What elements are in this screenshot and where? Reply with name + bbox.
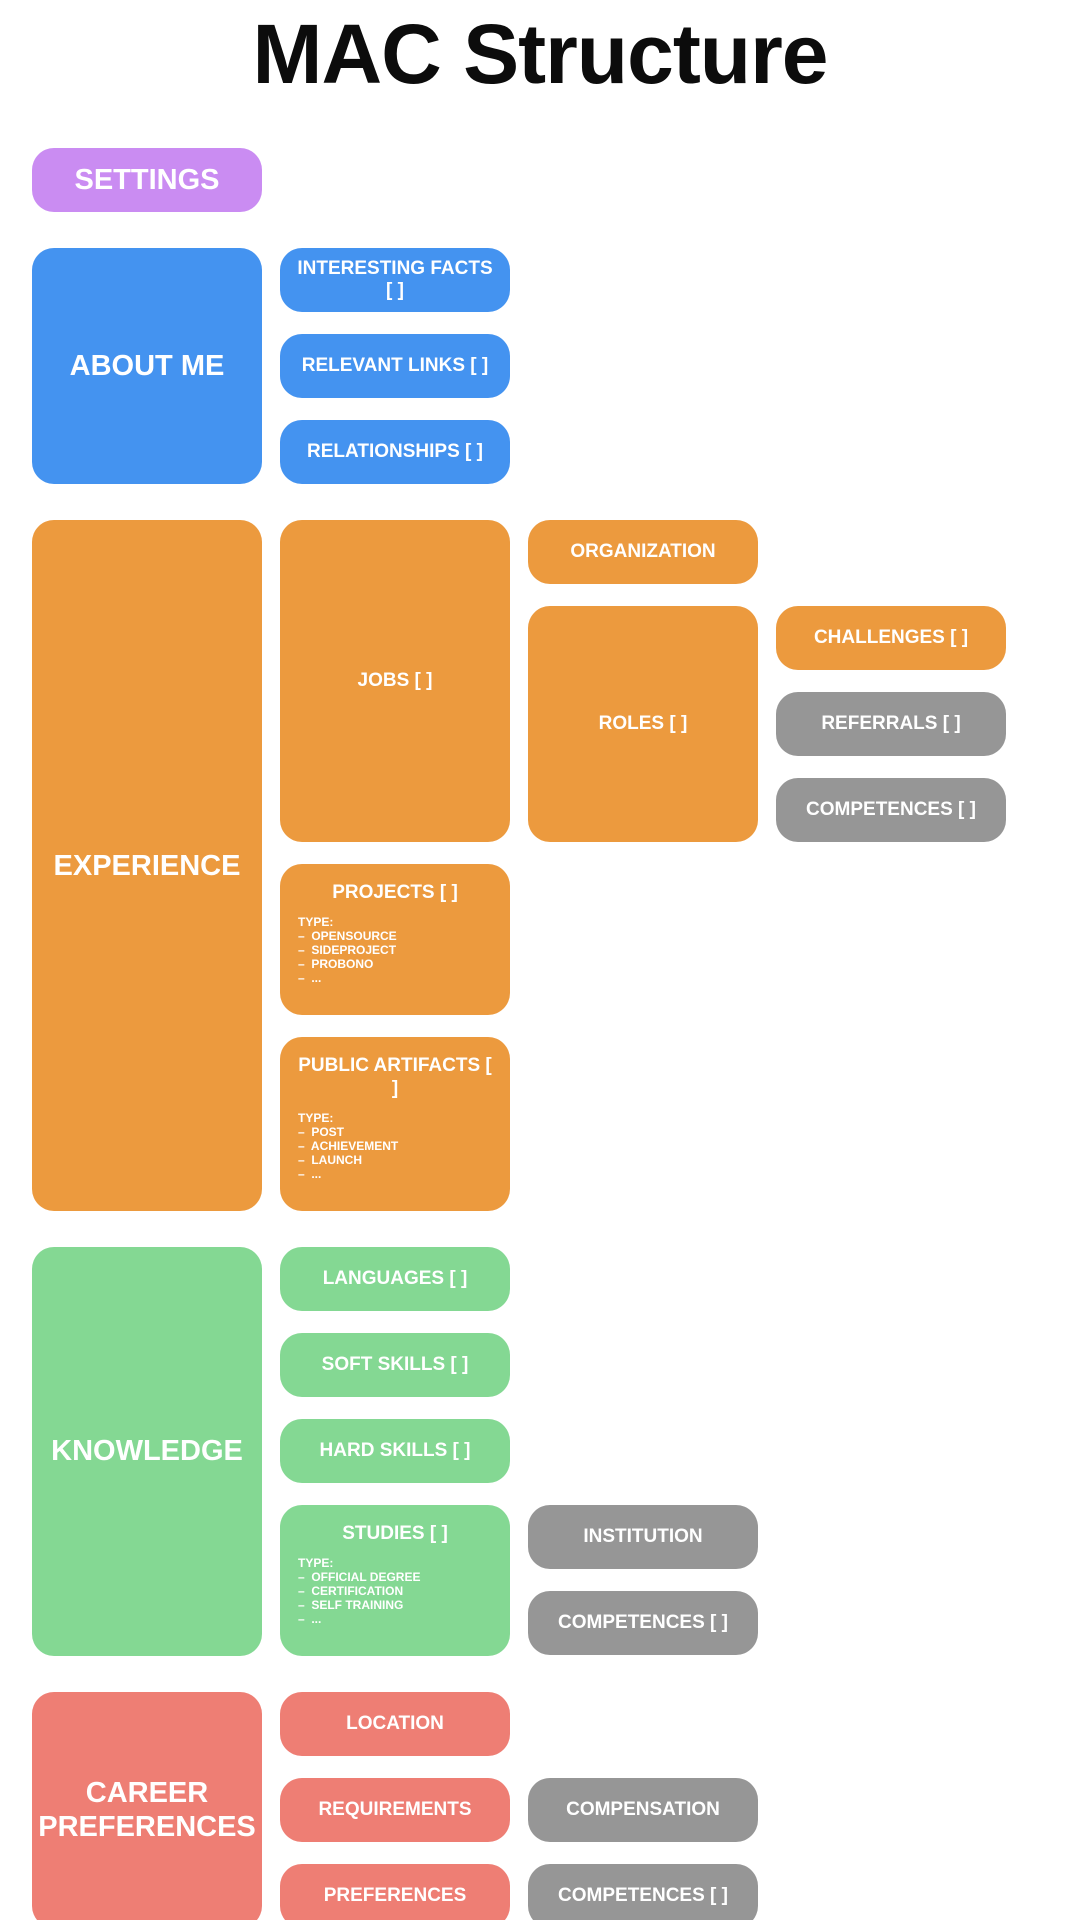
referrals-box: REFERRALS [ ] [776, 692, 1006, 757]
settings-box: SETTINGS [32, 148, 262, 213]
projects-label: PROJECTS [ ] [332, 882, 458, 904]
requirements-box: REQUIREMENTS [280, 1778, 510, 1843]
organization-box: ORGANIZATION [528, 520, 758, 585]
knowledge-children: LANGUAGES [ ] SOFT SKILLS [ ] HARD SKILL… [280, 1247, 758, 1657]
projects-type-list: TYPE:– OPENSOURCE– SIDEPROJECT– PROBONO–… [298, 915, 397, 986]
node-preferences: PREFERENCES COMPETENCES [ ] [280, 1864, 758, 1920]
studies-box: STUDIES [ ] TYPE:– OFFICIAL DEGREE– CERT… [280, 1505, 510, 1657]
soft-skills-box: SOFT SKILLS [ ] [280, 1333, 510, 1398]
preferences-box: PREFERENCES [280, 1864, 510, 1920]
node-roles: ROLES [ ] CHALLENGES [ ] REFERRALS [ ] C… [528, 606, 1006, 843]
career-preferences-children: LOCATION REQUIREMENTS COMPENSATION PREFE… [280, 1692, 758, 1920]
roles-competences-box: COMPETENCES [ ] [776, 778, 1006, 843]
relevant-links-box: RELEVANT LINKS [ ] [280, 334, 510, 399]
preferences-competences-box: COMPETENCES [ ] [528, 1864, 758, 1920]
studies-children: INSTITUTION COMPETENCES [ ] [528, 1505, 758, 1656]
hard-skills-box: HARD SKILLS [ ] [280, 1419, 510, 1484]
relationships-box: RELATIONSHIPS [ ] [280, 420, 510, 485]
about-me-children: INTERESTING FACTS [ ] RELEVANT LINKS [ ]… [280, 248, 510, 485]
knowledge-box: KNOWLEDGE [32, 1247, 262, 1657]
node-experience: EXPERIENCE JOBS [ ] ORGANIZATION ROLES [… [32, 520, 1006, 1212]
challenges-box: CHALLENGES [ ] [776, 606, 1006, 671]
location-box: LOCATION [280, 1692, 510, 1757]
diagram-tree: SETTINGS ABOUT ME INTERESTING FACTS [ ] … [0, 148, 1080, 1920]
roles-box: ROLES [ ] [528, 606, 758, 843]
node-about-me: ABOUT ME INTERESTING FACTS [ ] RELEVANT … [32, 248, 510, 485]
institution-box: INSTITUTION [528, 1505, 758, 1570]
node-studies: STUDIES [ ] TYPE:– OFFICIAL DEGREE– CERT… [280, 1505, 758, 1657]
jobs-children: ORGANIZATION ROLES [ ] CHALLENGES [ ] RE… [528, 520, 1006, 843]
roles-children: CHALLENGES [ ] REFERRALS [ ] COMPETENCES… [776, 606, 1006, 843]
career-preferences-box: CAREER PREFERENCES [32, 1692, 262, 1920]
public-artifacts-type-list: TYPE:– POST– ACHIEVEMENT– LAUNCH– ... [298, 1110, 399, 1182]
node-requirements: REQUIREMENTS COMPENSATION [280, 1778, 758, 1843]
studies-competences-box: COMPETENCES [ ] [528, 1591, 758, 1656]
preferences-children: COMPETENCES [ ] [528, 1864, 758, 1920]
public-artifacts-box: PUBLIC ARTIFACTS [ ] TYPE:– POST– ACHIEV… [280, 1037, 510, 1212]
languages-box: LANGUAGES [ ] [280, 1247, 510, 1312]
node-knowledge: KNOWLEDGE LANGUAGES [ ] SOFT SKILLS [ ] … [32, 1247, 758, 1657]
interesting-facts-box: INTERESTING FACTS [ ] [280, 248, 510, 313]
jobs-box: JOBS [ ] [280, 520, 510, 843]
requirements-children: COMPENSATION [528, 1778, 758, 1843]
studies-type-list: TYPE:– OFFICIAL DEGREE– CERTIFICATION– S… [298, 1555, 421, 1627]
experience-children: JOBS [ ] ORGANIZATION ROLES [ ] CHALLENG… [280, 520, 1006, 1212]
projects-box: PROJECTS [ ] TYPE:– OPENSOURCE– SIDEPROJ… [280, 864, 510, 1016]
diagram-title: MAC Structure [252, 7, 828, 101]
public-artifacts-label: PUBLIC ARTIFACTS [ ] [298, 1055, 492, 1100]
experience-box: EXPERIENCE [32, 520, 262, 1212]
node-settings: SETTINGS [32, 148, 262, 213]
compensation-box: COMPENSATION [528, 1778, 758, 1843]
node-career-preferences: CAREER PREFERENCES LOCATION REQUIREMENTS… [32, 1692, 758, 1920]
node-jobs: JOBS [ ] ORGANIZATION ROLES [ ] CHALLENG… [280, 520, 1006, 843]
about-me-box: ABOUT ME [32, 248, 262, 485]
studies-label: STUDIES [ ] [342, 1523, 448, 1545]
